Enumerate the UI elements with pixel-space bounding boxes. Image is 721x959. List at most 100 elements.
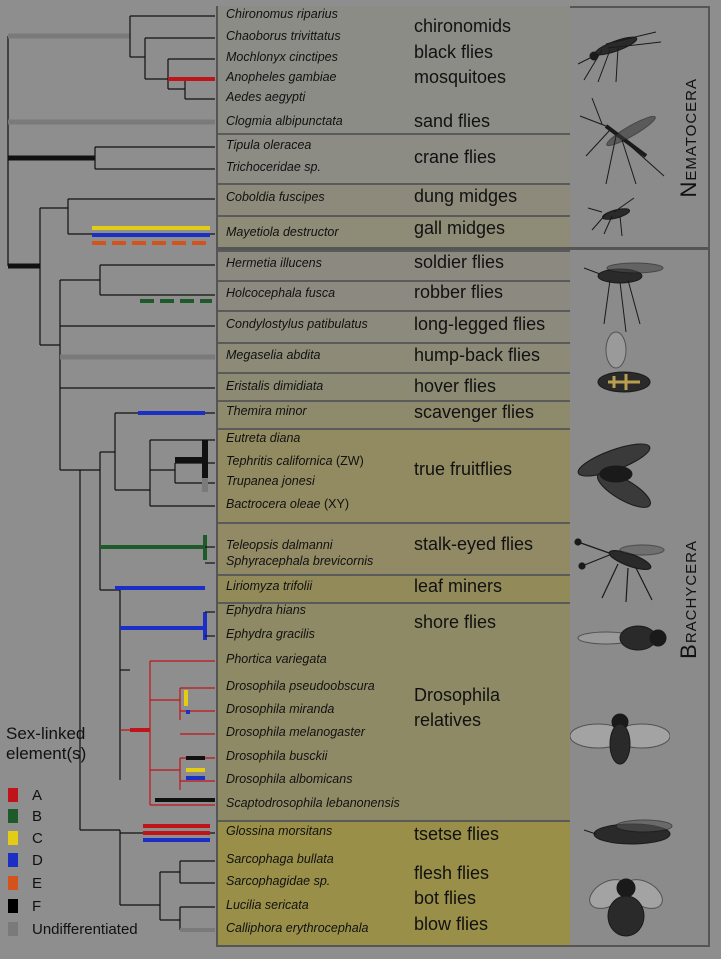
- legend-swatch: [8, 899, 18, 913]
- species-label: Hermetia illucens: [226, 256, 322, 270]
- group-label: stalk-eyed flies: [414, 534, 534, 554]
- drosophila-illustration: [570, 713, 670, 765]
- species-name: Drosophila pseudoobscura: [226, 679, 375, 693]
- legend-item: E: [8, 875, 42, 892]
- species-name: Clogmia albipunctata: [226, 114, 343, 128]
- species-name: Drosophila busckii: [226, 749, 328, 763]
- species-name: Hermetia illucens: [226, 256, 322, 270]
- suborder-brachycera: Brachycera: [676, 540, 701, 659]
- species-name: Megaselia abdita: [226, 348, 321, 362]
- band-shore-drosophila: [218, 602, 570, 820]
- species-name: Ephydra gracilis: [226, 627, 315, 641]
- species-name: Holcocephala fusca: [226, 286, 336, 300]
- karyotype-suffix: (XY): [320, 497, 349, 511]
- species-name: Anopheles gambiae: [226, 70, 337, 84]
- species-label: Calliphora erythrocephala: [226, 921, 368, 935]
- species-label: Mochlonyx cinctipes: [226, 50, 338, 64]
- species-label: Mayetiola destructor: [226, 225, 339, 239]
- species-label: Ephydra hians: [226, 603, 306, 617]
- group-label: blow flies: [414, 914, 489, 934]
- suborder-nematocera: Nematocera: [676, 78, 701, 198]
- species-name: Sarcophagidae sp.: [226, 874, 331, 888]
- species-label: Themira minor: [226, 404, 307, 418]
- species-label: Chironomus riparius: [226, 7, 338, 21]
- legend-item: F: [8, 898, 41, 915]
- group-label: Drosophila: [414, 685, 501, 705]
- group-label: chironomids: [414, 16, 512, 36]
- group-label: shore flies: [414, 612, 497, 632]
- legend-item: D: [8, 852, 43, 869]
- group-label: long-legged flies: [414, 314, 546, 334]
- species-label: Tephritis californica (ZW): [226, 454, 364, 468]
- species-name: Mayetiola destructor: [226, 225, 339, 239]
- legend-swatch: [8, 922, 18, 936]
- species-label: Holcocephala fusca: [226, 286, 335, 300]
- species-name: Chironomus riparius: [226, 7, 338, 21]
- species-label: Liriomyza trifolii: [226, 579, 312, 593]
- group-label: soldier flies: [414, 252, 505, 272]
- species-label: Tipula oleracea: [226, 138, 311, 152]
- hover-fly-illustration: [597, 331, 651, 393]
- species-label: Clogmia albipunctata: [226, 114, 343, 128]
- species-name: Ephydra hians: [226, 603, 306, 617]
- band-leaf-miners: [218, 574, 570, 602]
- species-label: Anopheles gambiae: [226, 70, 337, 84]
- legend-label: Undifferentiated: [32, 921, 138, 938]
- band-dung-midges: [218, 183, 570, 215]
- species-name: Drosophila melanogaster: [226, 725, 365, 739]
- legend-label: B: [32, 808, 43, 825]
- species-name: Drosophila albomicans: [226, 772, 353, 786]
- species-label: Coboldia fuscipes: [226, 190, 325, 204]
- group-label: leaf miners: [414, 576, 503, 596]
- legend-item: A: [8, 787, 42, 804]
- species-label: Condylostylus patibulatus: [226, 317, 368, 331]
- band-long-legged: [218, 310, 570, 342]
- band-scavenger: [218, 400, 570, 428]
- blow-fly-illustration: [589, 878, 663, 937]
- crane-fly-illustration: [579, 97, 665, 185]
- species-label: Eutreta diana: [226, 431, 300, 445]
- species-label: Scaptodrosophila lebanonensis: [226, 796, 400, 810]
- group-label: sand flies: [414, 111, 491, 131]
- fruitfly-illustration: [577, 443, 651, 508]
- suborder-divider: [218, 247, 708, 250]
- group-label: black flies: [414, 42, 494, 62]
- legend-swatch: [8, 788, 18, 802]
- species-label: Lucilia sericata: [226, 898, 309, 912]
- shore-fly-illustration: [577, 625, 667, 651]
- legend-item: C: [8, 830, 43, 847]
- species-label: Phortica variegata: [226, 652, 327, 666]
- legend-label: C: [32, 830, 43, 847]
- legend-swatch: [8, 809, 18, 823]
- group-label: tsetse flies: [414, 824, 500, 844]
- species-label: Drosophila busckii: [226, 749, 327, 763]
- species-name: Sarcophaga bullata: [226, 852, 334, 866]
- species-label: Drosophila albomicans: [226, 772, 352, 786]
- species-name: Liriomyza trifolii: [226, 579, 313, 593]
- species-name: Aedes aegypti: [226, 90, 306, 104]
- species-label: Bactrocera oleae (XY): [226, 497, 349, 511]
- group-label: bot flies: [414, 888, 477, 908]
- species-label: Chaoborus trivittatus: [226, 29, 341, 43]
- band-crane-flies: [218, 133, 570, 183]
- species-label: Drosophila melanogaster: [226, 725, 365, 739]
- mosquito-illustration: [577, 31, 662, 83]
- band-stalk-eyed: [218, 522, 570, 574]
- species-name: Lucilia sericata: [226, 898, 309, 912]
- species-name: Scaptodrosophila lebanonensis: [226, 796, 400, 810]
- group-label: hover flies: [414, 376, 497, 396]
- legend-swatch: [8, 876, 18, 890]
- legend-item: Undifferentiated: [8, 921, 138, 938]
- species-label: Drosophila miranda: [226, 702, 334, 716]
- group-label: gall midges: [414, 218, 506, 238]
- band-robber-flies: [218, 280, 570, 310]
- species-name: Drosophila miranda: [226, 702, 335, 716]
- species-name: Tephritis californica: [226, 454, 333, 468]
- band-gall-midges: [218, 215, 570, 247]
- species-name: Trupanea jonesi: [226, 474, 315, 488]
- group-label: dung midges: [414, 186, 518, 206]
- species-label: Teleopsis dalmanni: [226, 538, 333, 552]
- species-label: Sarcophagidae sp.: [226, 874, 330, 888]
- species-name: Chaoborus trivittatus: [226, 29, 341, 43]
